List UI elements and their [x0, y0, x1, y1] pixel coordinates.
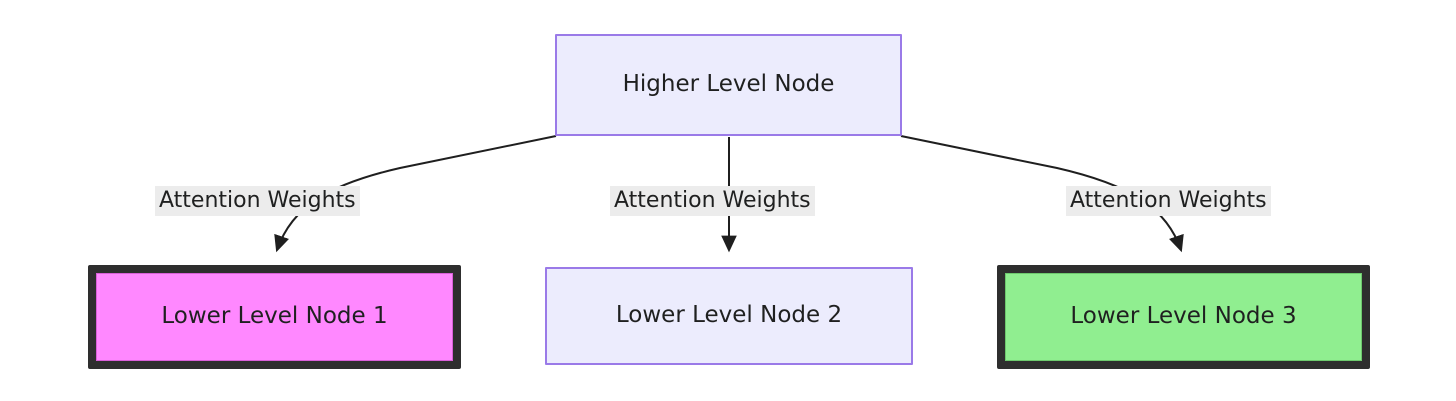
node-lower-level-2-label: Lower Level Node 2 [615, 302, 843, 329]
node-lower-level-1-fill: Lower Level Node 1 [96, 273, 453, 361]
edge-label-attention-weights-2: Attention Weights [610, 186, 815, 216]
edge-label-attention-weights-1: Attention Weights [155, 186, 360, 216]
node-lower-level-3-fill: Lower Level Node 3 [1005, 273, 1362, 361]
node-lower-level-1[interactable]: Lower Level Node 1 [88, 265, 461, 369]
node-higher-level-label: Higher Level Node [622, 71, 835, 98]
node-lower-level-2[interactable]: Lower Level Node 2 [545, 267, 913, 365]
node-higher-level[interactable]: Higher Level Node [555, 34, 902, 136]
node-lower-level-1-label: Lower Level Node 1 [161, 303, 388, 330]
node-lower-level-3-label: Lower Level Node 3 [1070, 303, 1297, 330]
edge-label-attention-weights-3: Attention Weights [1066, 186, 1271, 216]
node-lower-level-3[interactable]: Lower Level Node 3 [997, 265, 1370, 369]
